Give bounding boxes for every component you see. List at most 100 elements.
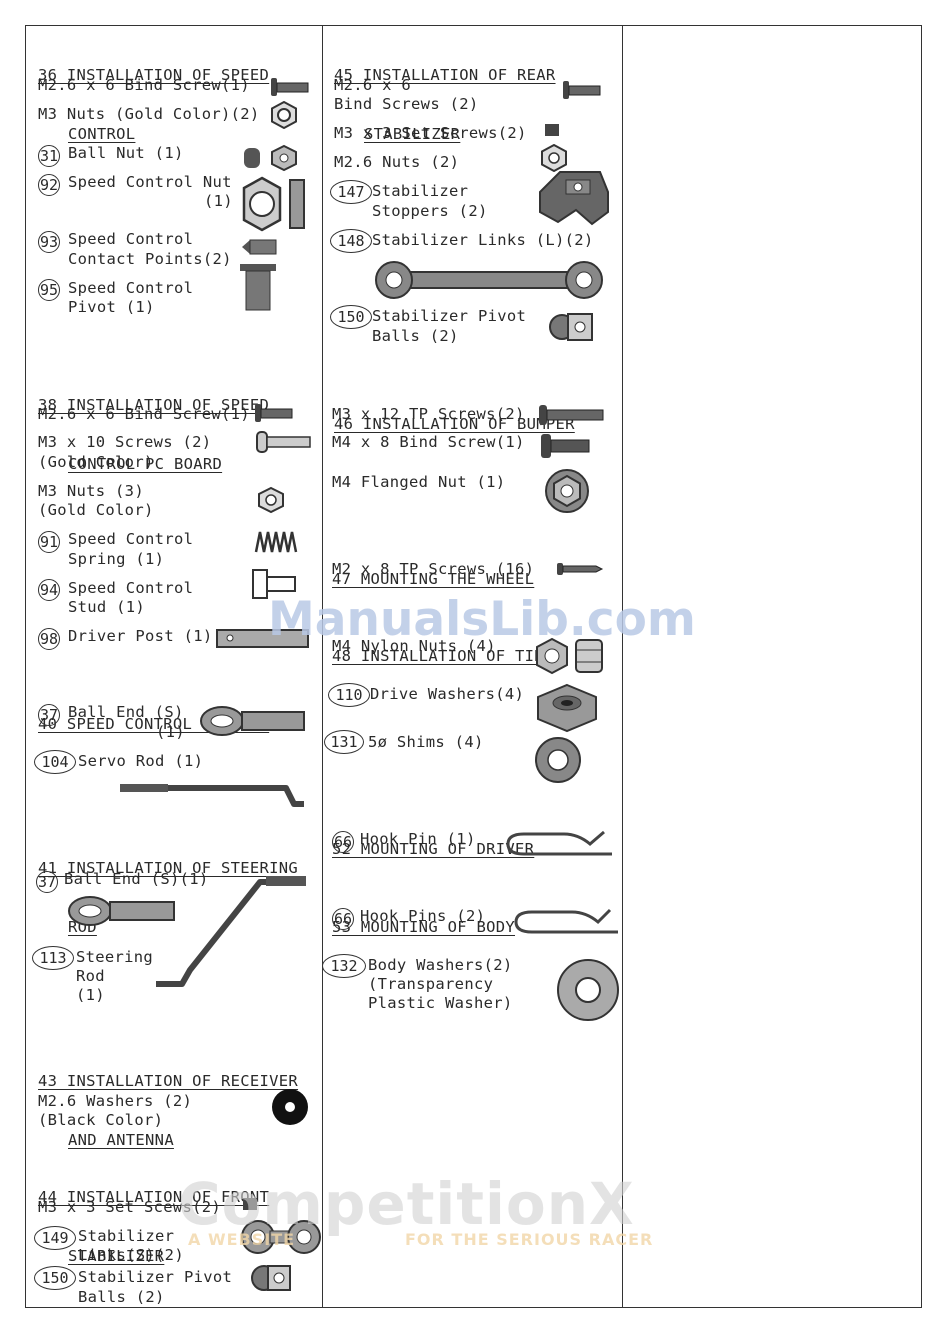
body-washer-icon [557, 959, 619, 1021]
nylon-nut-icon [536, 637, 603, 675]
hex-nut-icon [258, 486, 284, 514]
set-screw-icon [545, 124, 559, 136]
set-screw-icon [243, 1198, 257, 1210]
part-label: (Gold Color) [38, 453, 154, 471]
part-number: 147 [330, 180, 372, 204]
part-number: 148 [330, 229, 372, 253]
part-label: Spring (1) [68, 550, 165, 568]
section-45-heading: 45 INSTALLATION OF REAR STABILIZER [334, 66, 556, 143]
part-label: Drive Washers(4) [370, 685, 525, 703]
part-label: Stud (1) [68, 598, 146, 616]
part-label: (1) [156, 723, 185, 741]
part-number: 150 [34, 1266, 76, 1290]
section-46-heading: 46 INSTALLATION OF BUMPER [334, 415, 575, 433]
part-label: (Transparency [368, 975, 494, 993]
part-label: Speed Control [68, 530, 194, 548]
part-label: M4 Flanged Nut (1) [332, 473, 506, 491]
part-label: Body Washers(2) [368, 956, 513, 974]
part-number: 66 [332, 831, 354, 853]
bind-screw-icon [255, 404, 293, 422]
section-47-heading: 47 MOUNTING THE WHEEL [332, 570, 535, 588]
part-label: Balls (2) [372, 327, 459, 345]
shim-icon [535, 737, 581, 783]
page-frame [25, 25, 922, 1308]
part-number: 31 [38, 145, 60, 167]
section-36-heading: 36 INSTALLATION OF SPEED CONTROL [38, 66, 270, 143]
ball-end-icon [200, 706, 305, 736]
part-label: 5ø Shims (4) [368, 733, 484, 751]
section-43-heading: 43 INSTALLATION OF RECEIVER AND ANTENNA [38, 1072, 299, 1149]
hook-pin-icon [506, 830, 612, 856]
section-38-heading: 38 INSTALLATION OF SPEED CONTROL PC BOAR… [38, 396, 270, 473]
part-label: Hook Pins (2) [360, 907, 486, 925]
part-label: M3 x 10 Screws (2) [38, 433, 212, 451]
pivot-ball-icon [549, 313, 593, 341]
driver-post-icon [216, 629, 309, 648]
part-label: M2.6 x 6 [334, 76, 412, 94]
part-number: 95 [38, 279, 60, 301]
part-label: M2.6 Washers (2) [38, 1092, 193, 1110]
part-label: Rod [76, 967, 105, 985]
part-number: 132 [322, 954, 366, 978]
part-number: 94 [38, 579, 60, 601]
part-number: 98 [38, 628, 60, 650]
bind-screw-icon [563, 81, 601, 99]
part-number: 37 [38, 704, 60, 726]
part-label: Pivot (1) [68, 298, 155, 316]
part-label: M3 x 12 TP Screws(2) [332, 405, 525, 423]
part-number: 66 [332, 908, 354, 930]
part-label: Speed Control [68, 579, 194, 597]
part-label: Driver Post (1) [68, 627, 213, 645]
brand-watermark: CompetitionX [178, 1170, 635, 1238]
part-label: Bind Screws (2) [334, 95, 479, 113]
tp-screw-icon [539, 405, 604, 425]
part-label: Servo Rod (1) [78, 752, 204, 770]
part-label: Speed Control [68, 230, 194, 248]
part-label: Steering [76, 948, 154, 966]
contact-point-icon [242, 239, 277, 255]
column-divider-1 [322, 25, 323, 1308]
part-label: M4 Nylon Nuts (4) [332, 637, 496, 655]
part-label: Hook Pin (1) [360, 830, 476, 848]
part-label: Contact Points(2) [68, 250, 232, 268]
spring-icon [254, 531, 298, 553]
part-label: Plastic Washer) [368, 994, 513, 1012]
part-label: Links(S)(2) [78, 1246, 184, 1264]
part-number: 91 [38, 531, 60, 553]
bind-screw-icon [541, 434, 590, 458]
part-number: 93 [38, 231, 60, 253]
stabilizer-link-icon [241, 1220, 321, 1254]
part-number: 110 [328, 683, 370, 707]
pivot-ball-icon [251, 1265, 291, 1291]
part-label: Ball Nut (1) [68, 144, 184, 162]
part-label: Stabilizer [372, 182, 469, 200]
part-label: (1) [76, 986, 105, 1004]
part-label: Speed Control Nut [68, 173, 232, 191]
section-44-heading: 44 INSTALLATION OF FRONT STABILIZER [38, 1188, 270, 1265]
steering-rod-icon [156, 876, 306, 987]
tp-screw-icon [557, 563, 604, 575]
part-number: 150 [330, 305, 372, 329]
part-label: (1) [204, 192, 233, 210]
part-label: Stoppers (2) [372, 202, 488, 220]
part-label: M3 Nuts (3) [38, 482, 144, 500]
part-number: 149 [34, 1226, 76, 1250]
part-label: Speed Control [68, 279, 194, 297]
part-label: Stabilizer Pivot [372, 307, 527, 325]
column-divider-2 [622, 25, 623, 1308]
part-number: 104 [34, 750, 76, 774]
hex-nut-icon [541, 144, 567, 172]
part-label: Balls (2) [78, 1288, 165, 1306]
part-label: Stabilizer Links (L)(2) [372, 231, 594, 249]
part-label: Ball End (S)(1) [64, 870, 209, 888]
part-label: M3 x 3 Set Screws(2) [334, 124, 527, 142]
hex-nut-icon [271, 101, 297, 129]
black-washer-icon [272, 1089, 308, 1125]
part-label: Stabilizer [78, 1227, 175, 1245]
servo-rod-icon [120, 784, 304, 807]
part-number: 37 [36, 871, 58, 893]
part-label: M2.6 x 6 Bind Screw(1) [38, 76, 250, 94]
screw-icon [256, 431, 311, 453]
part-number: 92 [38, 174, 60, 196]
stabilizer-stopper-icon [539, 171, 609, 226]
